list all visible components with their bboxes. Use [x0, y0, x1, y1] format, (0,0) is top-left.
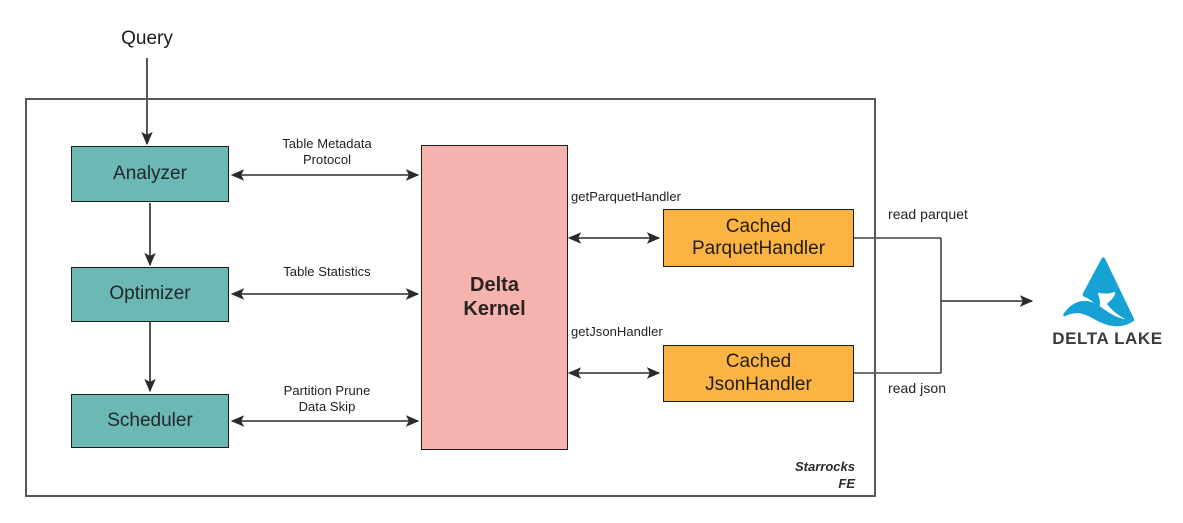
edge-label-get-parquet-handler: getParquetHandler — [571, 189, 681, 204]
node-delta-kernel[interactable]: Delta Kernel — [421, 145, 568, 450]
node-cached-json-handler-line2: JsonHandler — [705, 373, 812, 395]
delta-lake-logo: DELTA LAKE — [1035, 258, 1180, 349]
node-cached-parquet-handler[interactable]: Cached ParquetHandler — [663, 209, 854, 267]
node-scheduler[interactable]: Scheduler — [71, 394, 229, 448]
node-optimizer-label: Optimizer — [109, 283, 191, 305]
edge-label-read-json: read json — [888, 380, 947, 396]
node-scheduler-label: Scheduler — [107, 409, 193, 431]
node-cached-parquet-handler-line2: ParquetHandler — [691, 238, 826, 259]
node-analyzer[interactable]: Analyzer — [71, 146, 229, 202]
node-analyzer-label: Analyzer — [113, 162, 187, 184]
node-cached-parquet-handler-line1: Cached — [725, 215, 792, 237]
node-optimizer[interactable]: Optimizer — [71, 267, 229, 322]
connector-handlers-to-delta-lake — [854, 237, 1034, 374]
node-delta-kernel-label-line2: Kernel — [463, 297, 526, 320]
edge-label-get-json-handler: getJsonHandler — [571, 324, 663, 339]
starrocks-fe-caption: Starrocks FE — [795, 459, 855, 491]
edge-label-table-statistics: Table Statistics — [283, 264, 371, 279]
node-cached-json-handler[interactable]: Cached JsonHandler — [663, 345, 854, 402]
node-delta-kernel-label-line1: Delta — [470, 273, 519, 296]
node-cached-json-handler-line1: Cached — [725, 351, 792, 373]
delta-lake-logo-text: DELTA LAKE — [1052, 329, 1163, 348]
edge-label-table-metadata-protocol: Table Metadata Protocol — [282, 136, 372, 168]
edge-label-partition-prune-data-skip: Partition Prune Data Skip — [283, 383, 371, 415]
query-input-label: Query — [121, 28, 173, 49]
edge-label-read-parquet: read parquet — [888, 206, 968, 222]
starrocks-fe-boundary — [25, 98, 876, 497]
